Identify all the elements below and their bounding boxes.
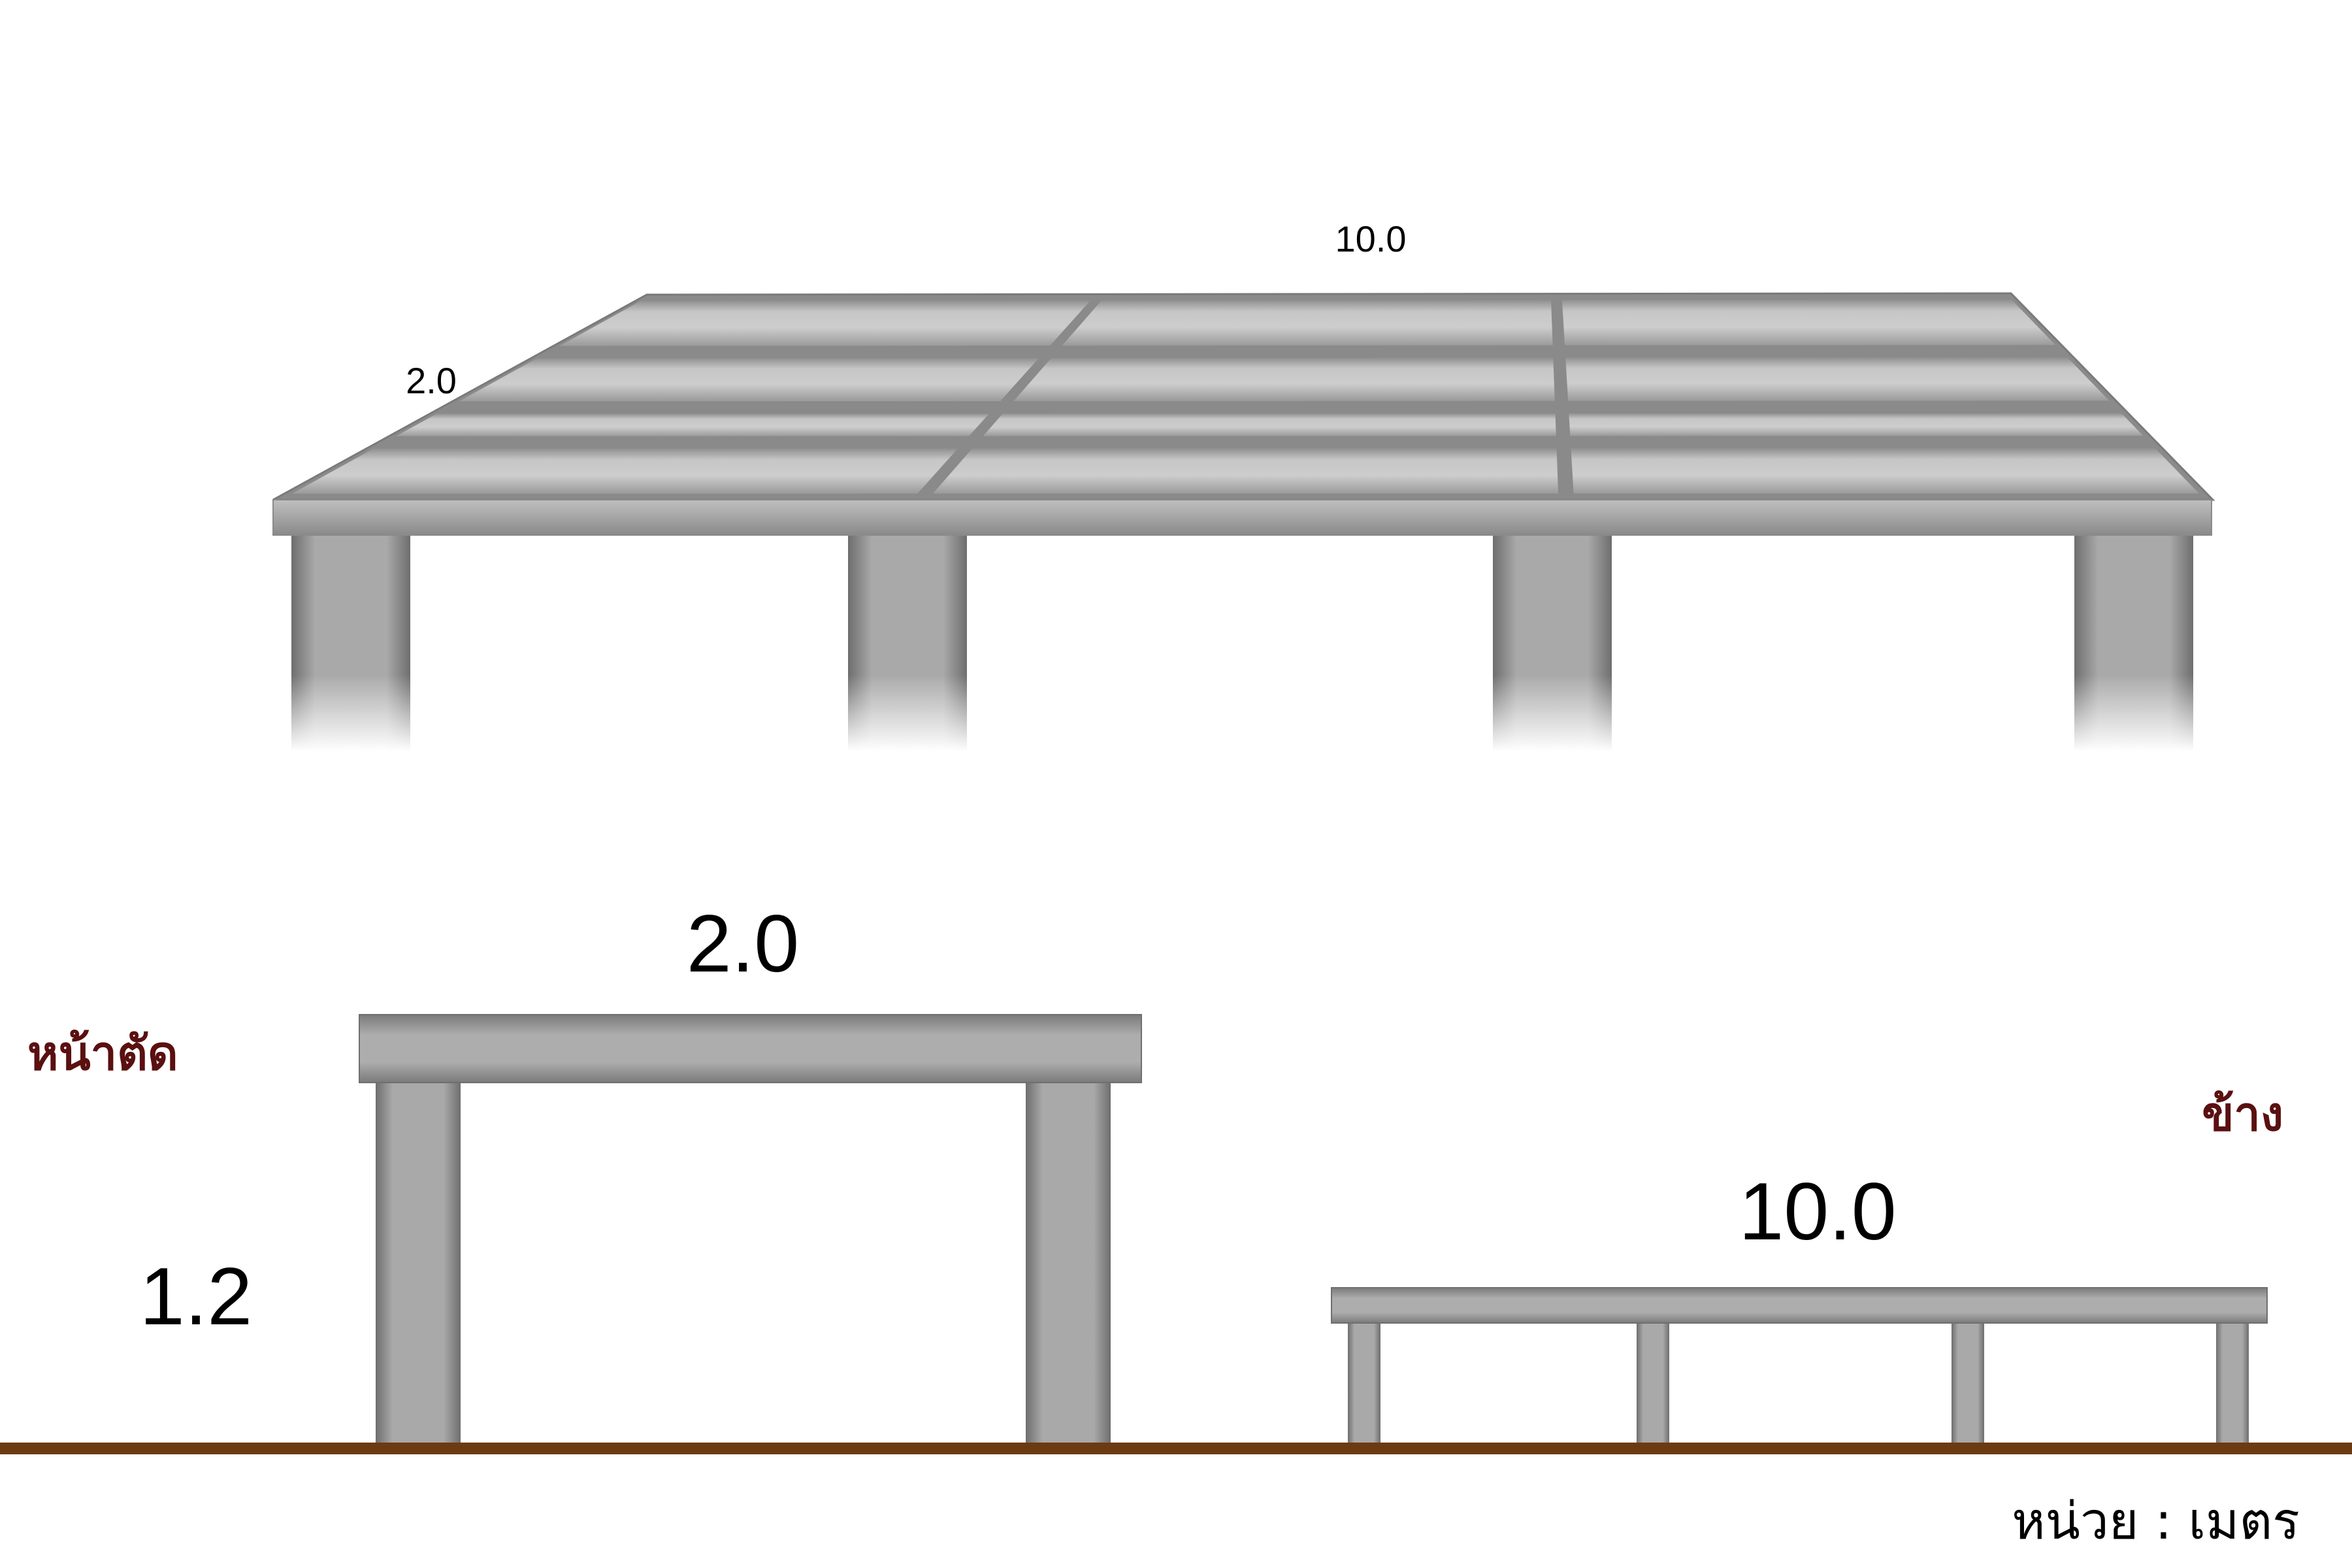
cross-section-left-post	[376, 1078, 461, 1443]
side-view-post	[1952, 1321, 1984, 1444]
side-view: ข้าง 10.0	[1331, 1086, 2283, 1444]
cross-section-height-label: 1.2	[140, 1252, 252, 1342]
perspective-width-label: 2.0	[406, 360, 457, 401]
slab-panel	[396, 413, 990, 436]
slab-panel	[983, 413, 1556, 436]
slab-top-panels	[272, 292, 2215, 501]
cross-section-right-post	[1026, 1078, 1111, 1443]
side-view-length-label: 10.0	[1739, 1167, 1896, 1257]
slab-panel	[932, 448, 1559, 494]
slab-front-edge	[272, 499, 2212, 536]
perspective-length-label: 10.0	[1335, 218, 1407, 259]
unit-label: หน่วย : เมตร	[2012, 1492, 2300, 1551]
perspective-view: 10.0 2.0	[272, 218, 2215, 751]
perspective-posts	[291, 532, 2193, 751]
perspective-post	[1493, 532, 1612, 751]
slab-panel	[1569, 413, 2144, 436]
side-view-post	[1637, 1321, 1669, 1444]
side-view-post	[1348, 1321, 1380, 1444]
slab-panel	[459, 357, 1039, 402]
side-view-beam	[1331, 1287, 2268, 1324]
slab-panel	[1062, 300, 1553, 346]
slab-panel	[1565, 357, 2110, 401]
cross-section-view: หน้าตัด 2.0 1.2	[27, 899, 1142, 1443]
side-view-post	[2216, 1321, 2249, 1444]
perspective-post	[2074, 532, 2193, 751]
cross-section-width-label: 2.0	[687, 899, 799, 989]
slab-outline	[272, 292, 2215, 501]
cross-section-title: หน้าตัด	[27, 1025, 178, 1081]
slab-panel	[559, 300, 1091, 346]
cross-section-beam	[359, 1014, 1142, 1083]
perspective-post	[848, 532, 967, 751]
side-view-title: ข้าง	[2202, 1086, 2283, 1141]
slab-panel	[1571, 448, 2199, 494]
slab-panel	[1561, 299, 2056, 346]
slab-panel	[1013, 357, 1555, 401]
slab-panel	[291, 448, 958, 494]
ground-line	[0, 1443, 2352, 1454]
perspective-post	[291, 532, 410, 751]
